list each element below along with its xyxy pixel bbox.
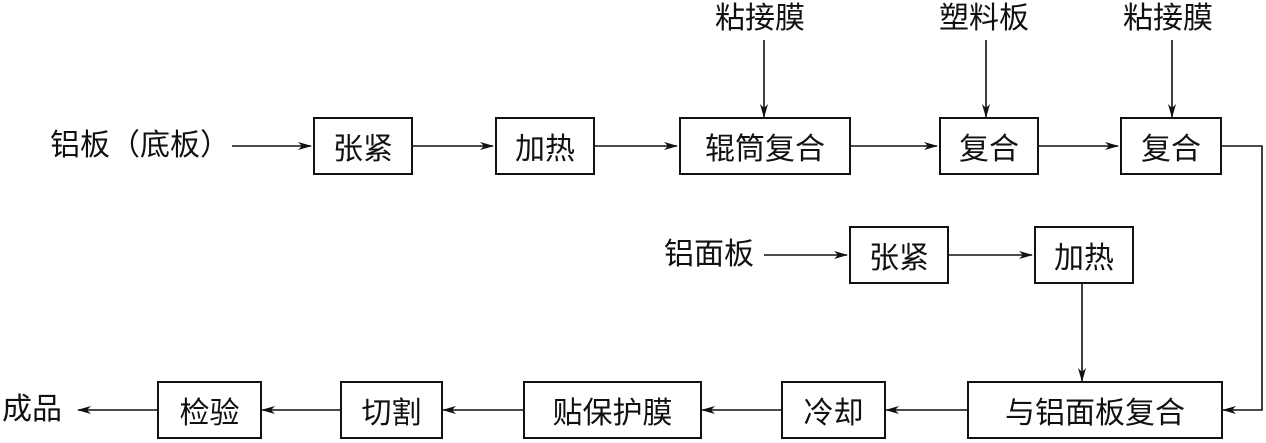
step-roller-composite: 辊筒复合 xyxy=(679,117,851,175)
step-heating: 加热 xyxy=(495,117,595,175)
label-aluminum-base: 铝板（底板） xyxy=(50,128,230,163)
step-heating-2: 加热 xyxy=(1034,226,1134,284)
arrow-composite2-to-face-composite xyxy=(1222,145,1263,414)
label-plastic-board: 塑料板 xyxy=(939,1,1029,36)
label-adhesive-film-2: 粘接膜 xyxy=(1123,1,1213,36)
step-face-composite: 与铝面板复合 xyxy=(967,381,1223,439)
label-finished-product: 成品 xyxy=(2,392,62,427)
step-tension: 张紧 xyxy=(313,117,413,175)
step-composite-2: 复合 xyxy=(1120,117,1222,175)
step-cutting: 切割 xyxy=(340,381,443,439)
label-adhesive-film-1: 粘接膜 xyxy=(715,1,805,36)
label-aluminum-face: 铝面板 xyxy=(664,237,754,272)
step-inspection: 检验 xyxy=(157,381,262,439)
step-protective-film: 贴保护膜 xyxy=(523,381,702,439)
step-cooling: 冷却 xyxy=(781,381,886,439)
step-tension-2: 张紧 xyxy=(849,226,949,284)
step-composite-1: 复合 xyxy=(939,117,1039,175)
